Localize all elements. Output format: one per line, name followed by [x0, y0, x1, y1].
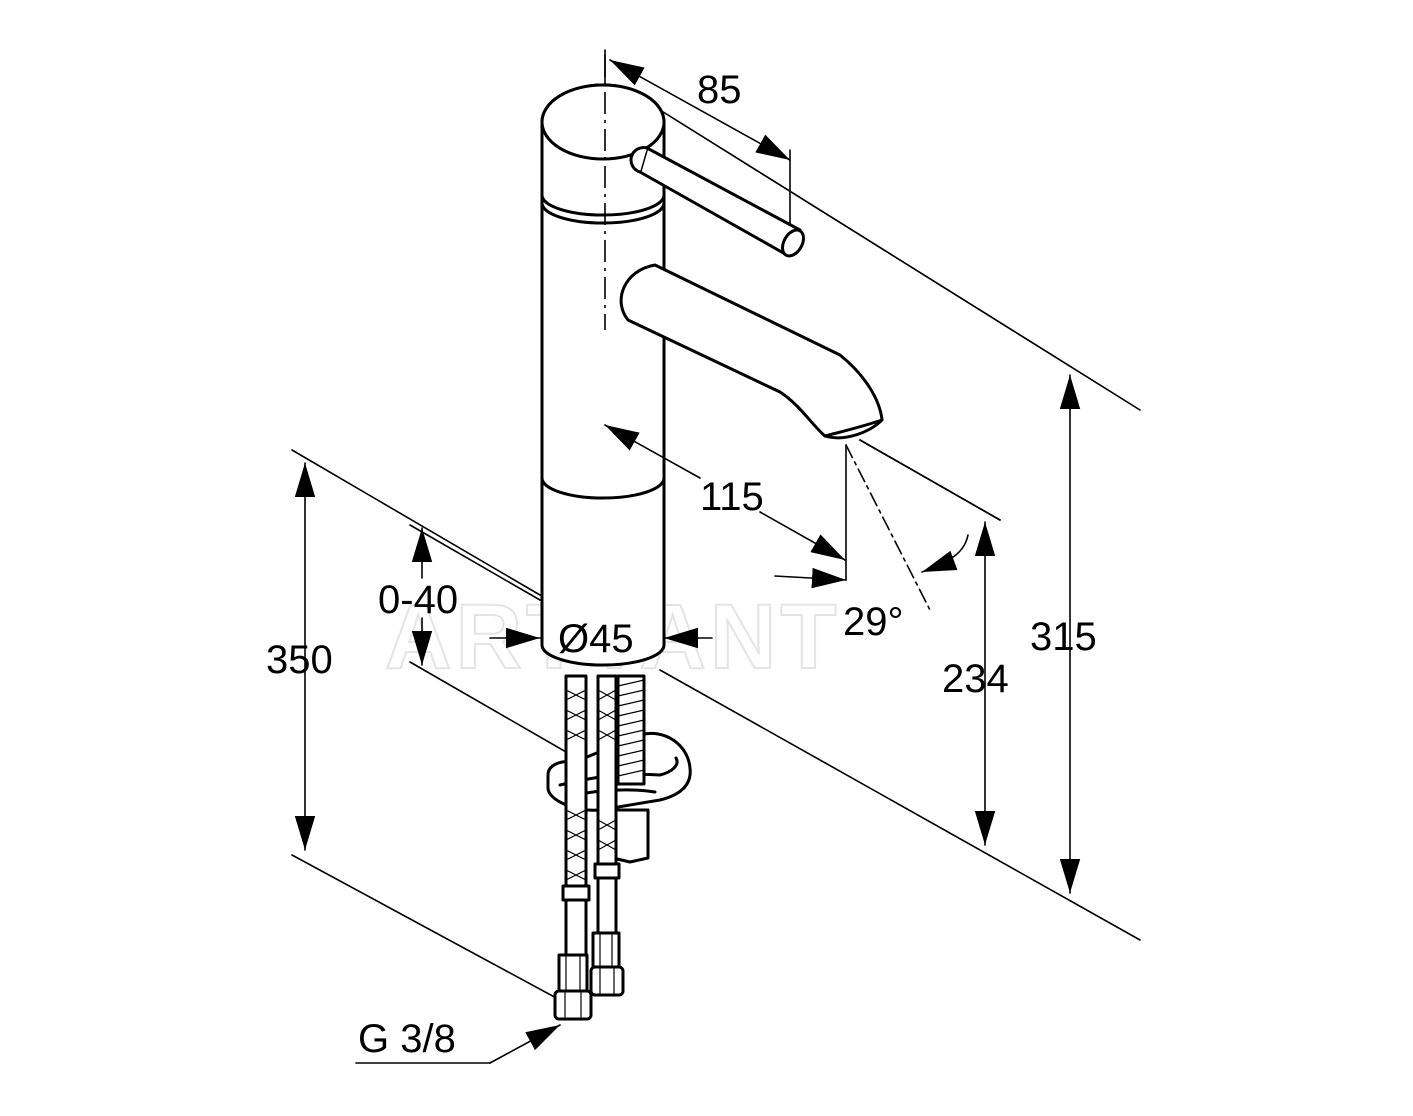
dim-spout-reach: 115 [700, 475, 764, 519]
spout [619, 263, 884, 440]
dim-body-diameter: Ø45 [558, 617, 634, 661]
dim-thread: G 3/8 [358, 1017, 456, 1061]
lever [629, 146, 805, 258]
dim-total-height: 315 [1030, 615, 1097, 659]
mounting-hardware [546, 674, 692, 1021]
dim-connection-length: 350 [266, 638, 333, 682]
dimension-lines [294, 59, 1081, 1064]
dim-spout-height: 234 [942, 657, 1009, 701]
dim-deck-thickness: 0-40 [378, 578, 458, 622]
dim-lever-reach: 85 [697, 68, 742, 112]
dim-spout-angle: 29° [843, 600, 904, 644]
dimension-labels: 85 115 29° 234 315 350 0-40 Ø45 G 3/8 [266, 68, 1097, 1061]
